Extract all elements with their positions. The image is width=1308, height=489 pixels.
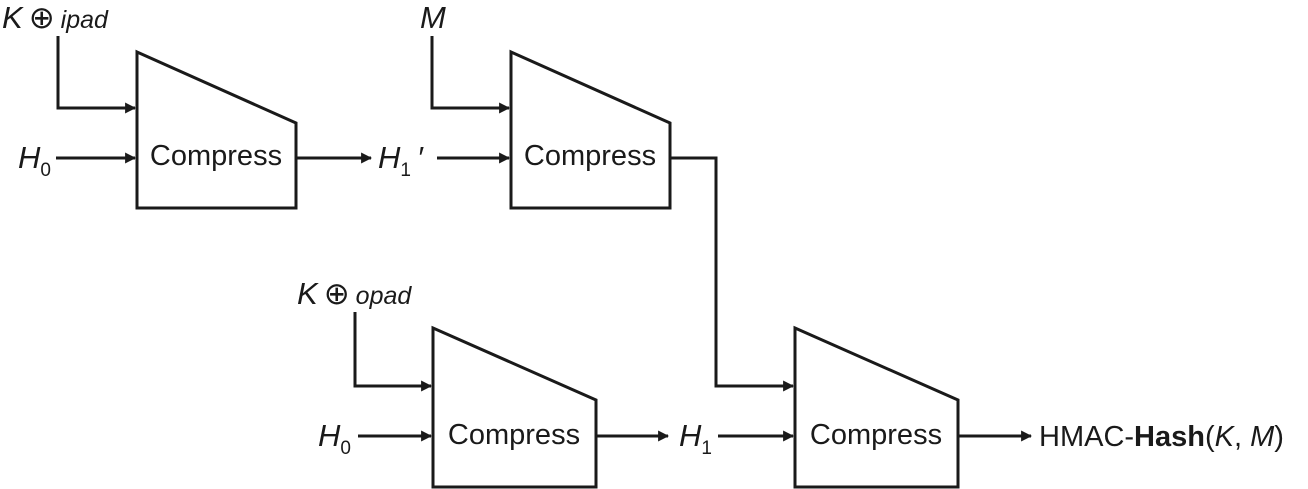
compress-label: Compress [810, 419, 942, 451]
k-opad-arrow [353, 312, 433, 392]
k-xor-ipad-label: K⊕ipad [2, 0, 109, 35]
h1-label: H1 [679, 418, 712, 459]
h0-label-bottom: H0 [318, 418, 351, 459]
h1-prime-label: H1′ [378, 140, 424, 181]
inner-hash-to-outer-arrow [670, 156, 795, 392]
h0-label-top: H0 [18, 140, 51, 181]
m-label: M [420, 0, 446, 35]
compress-label: Compress [524, 140, 656, 172]
hmac-output-label: HMAC-Hash(K, M) [1039, 421, 1284, 453]
k-ipad-arrow [56, 36, 137, 114]
compress-label: Compress [150, 140, 282, 172]
compress-block-3: Compress [431, 325, 598, 489]
compress-block-1: Compress [135, 49, 298, 210]
compress-label: Compress [448, 419, 580, 451]
compress-block-2: Compress [509, 49, 672, 210]
m-arrow [430, 36, 511, 114]
k-xor-opad-label: K⊕opad [297, 276, 412, 311]
compress-block-4: Compress [793, 325, 960, 489]
